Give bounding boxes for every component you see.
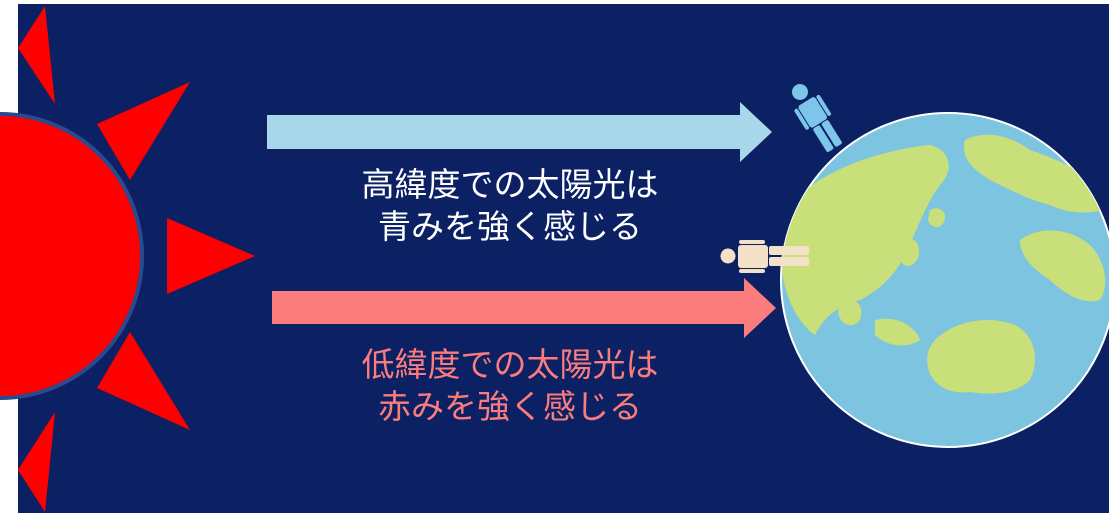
lying-person-icon xyxy=(720,240,809,273)
low-latitude-caption: 低緯度での太陽光は 赤みを強く感じる xyxy=(300,344,720,428)
high-latitude-caption: 高緯度での太陽光は 青みを強く感じる xyxy=(300,164,720,248)
standing-person-icon xyxy=(792,84,842,152)
high-latitude-caption-line1: 高緯度での太陽光は xyxy=(361,165,659,204)
low-latitude-arrow xyxy=(272,278,776,338)
high-latitude-caption-line2: 青みを強く感じる xyxy=(378,207,642,246)
sun-icon xyxy=(0,6,255,512)
low-latitude-caption-line2: 赤みを強く感じる xyxy=(378,387,642,426)
earth-icon xyxy=(780,112,1109,448)
high-latitude-arrow xyxy=(267,102,772,162)
low-latitude-caption-line1: 低緯度での太陽光は xyxy=(361,345,659,384)
